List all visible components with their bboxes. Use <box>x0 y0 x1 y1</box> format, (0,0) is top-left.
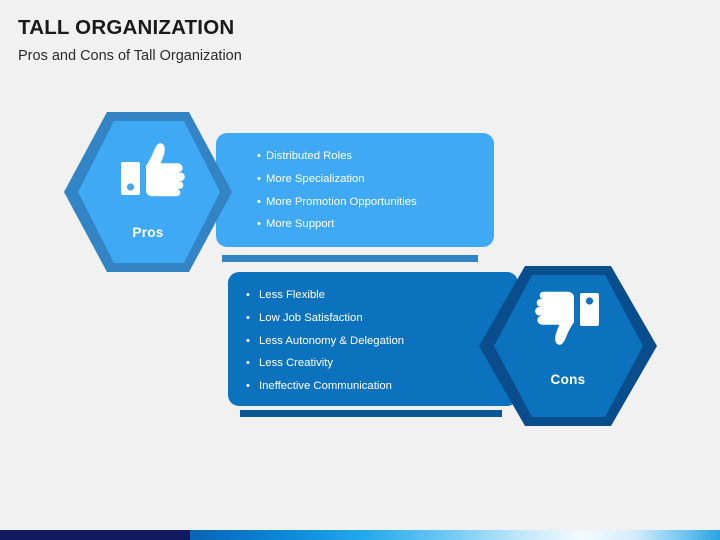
page-title: TALL ORGANIZATION <box>18 16 235 39</box>
bullet-marker: • <box>246 380 250 393</box>
pros-bullet-list: •Distributed Roles •More Specialization … <box>257 150 417 242</box>
pros-panel: •Distributed Roles •More Specialization … <box>216 133 494 247</box>
cons-hexagon: Cons <box>477 262 659 430</box>
bullet-marker: • <box>246 357 250 370</box>
page-subtitle: Pros and Cons of Tall Organization <box>18 47 242 64</box>
list-item: • Low Job Satisfaction <box>246 311 404 324</box>
list-item: • Less Flexible <box>246 289 404 301</box>
list-item-label: More Support <box>266 218 335 231</box>
list-item-label: Low Job Satisfaction <box>259 311 363 324</box>
bullet-marker: • <box>257 172 261 185</box>
list-item: • Ineffective Communication <box>246 380 404 393</box>
list-item-label: Less Flexible <box>259 289 325 301</box>
bullet-marker: • <box>257 218 261 231</box>
thumbs-down-icon <box>534 287 600 352</box>
footer-gradient-segment <box>190 530 720 540</box>
cons-panel: • Less Flexible • Low Job Satisfaction • Le… <box>228 272 518 406</box>
bullet-marker: • <box>246 311 250 324</box>
bullet-marker: • <box>246 289 250 301</box>
pros-hexagon-label: Pros <box>132 225 164 240</box>
bullet-marker: • <box>246 334 250 347</box>
thumbs-up-icon <box>120 141 186 206</box>
list-item-label: Less Autonomy & Delegation <box>259 334 405 347</box>
cons-hexagon-label: Cons <box>550 372 586 387</box>
slide-header: TALL ORGANIZATION Pros and Cons of Tall … <box>18 16 678 65</box>
list-item-label: More Promotion Opportunities <box>266 195 417 208</box>
list-item: • More Specialization <box>257 172 417 185</box>
pros-panel-background <box>216 133 494 247</box>
list-item-label: Ineffective Communication <box>259 380 392 393</box>
pros-shadow-bar <box>222 255 478 262</box>
cons-hexagon-shape <box>479 266 657 426</box>
list-item-label: Distributed Roles <box>266 150 353 162</box>
list-item: • More Promotion Opportunities <box>257 195 417 208</box>
list-item-label: Less Creativity <box>259 357 334 370</box>
footer-navy-segment <box>0 530 190 540</box>
pros-hexagon: Pros <box>62 108 234 276</box>
cons-panel-background <box>228 272 518 406</box>
list-item: • More Support <box>257 218 417 231</box>
footer-accent-bar <box>0 530 720 540</box>
cons-hexagon-fill <box>494 275 643 417</box>
list-item: • Less Creativity <box>246 357 404 370</box>
cons-shadow-bar <box>240 410 502 417</box>
list-item-label: More Specialization <box>266 172 365 185</box>
list-item: • Distributed Roles <box>257 150 417 162</box>
cons-bullet-list: • Less Flexible • Low Job Satisfaction • Le… <box>246 289 405 404</box>
bullet-marker: • <box>257 195 261 208</box>
list-item: • Less Autonomy & Delegation <box>246 334 405 347</box>
bullet-marker: • <box>257 150 261 162</box>
